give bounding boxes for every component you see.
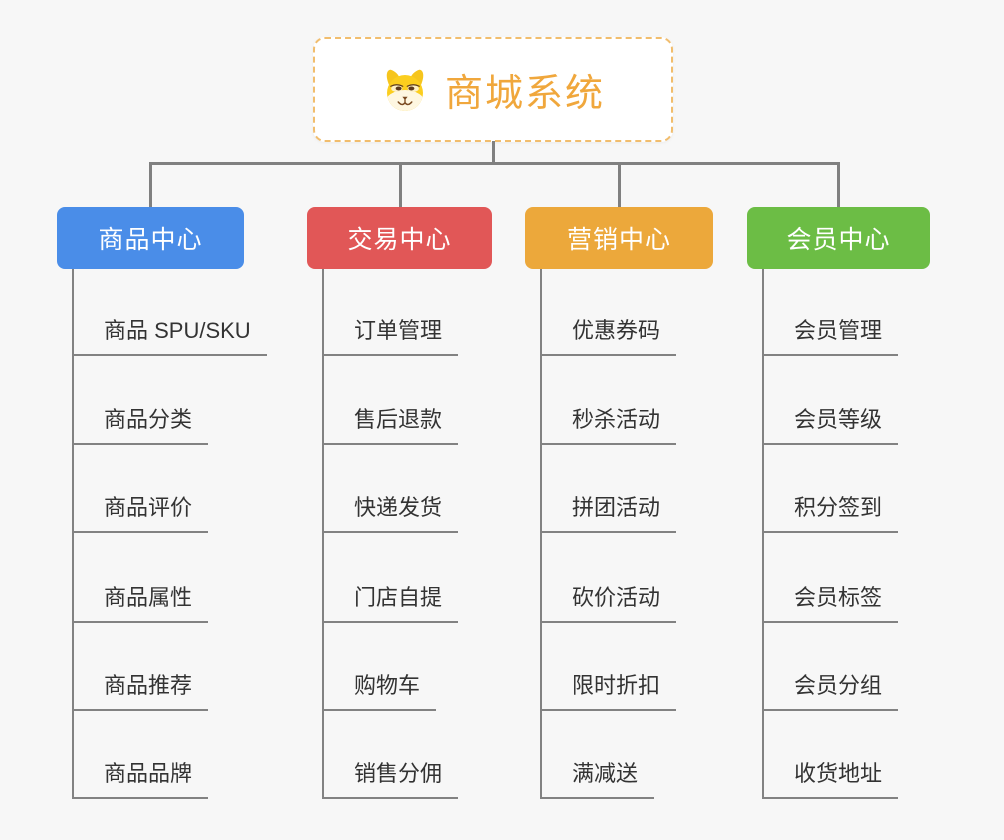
topic-item[interactable]: 砍价活动	[540, 583, 677, 623]
connector-spine	[540, 269, 542, 799]
topic-item[interactable]: 会员分组	[762, 671, 899, 711]
topic-item[interactable]: 售后退款	[322, 405, 459, 445]
connector-drop	[837, 162, 840, 208]
branch-topic-product[interactable]: 商品中心	[57, 207, 244, 269]
topic-item[interactable]: 商品评价	[72, 493, 209, 533]
topic-item[interactable]: 积分签到	[762, 493, 899, 533]
branch-topic-member[interactable]: 会员中心	[747, 207, 930, 269]
topic-item[interactable]: 会员等级	[762, 405, 899, 445]
topic-item[interactable]: 会员标签	[762, 583, 899, 623]
branch-topic-marketing[interactable]: 营销中心	[525, 207, 713, 269]
connector-spine	[322, 269, 324, 799]
dog-face-icon	[381, 67, 429, 113]
connector-root-stub	[492, 141, 495, 163]
topic-item[interactable]: 销售分佣	[322, 759, 459, 799]
topic-item[interactable]: 满减送	[540, 759, 655, 799]
connector-drop	[149, 162, 152, 208]
connector-drop	[618, 162, 621, 208]
topic-item[interactable]: 快递发货	[322, 493, 459, 533]
topic-item[interactable]: 订单管理	[322, 316, 459, 356]
topic-item[interactable]: 购物车	[322, 671, 437, 711]
branch-trade-center: 交易中心 订单管理 售后退款 快递发货 门店自提 购物车 销售分佣	[307, 207, 492, 799]
connector-drop	[399, 162, 402, 208]
topic-item[interactable]: 商品品牌	[72, 759, 209, 799]
connector-spine	[72, 269, 74, 799]
topic-item[interactable]: 门店自提	[322, 583, 459, 623]
root-topic-title: 商城系统	[444, 73, 605, 115]
connector-horizontal-trunk	[149, 162, 840, 165]
topic-item[interactable]: 收货地址	[762, 759, 899, 799]
branch-marketing-center: 营销中心 优惠券码 秒杀活动 拼团活动 砍价活动 限时折扣 满减送	[525, 207, 713, 799]
topic-item[interactable]: 商品属性	[72, 583, 209, 623]
root-topic[interactable]: 商城系统	[313, 37, 673, 142]
topic-item[interactable]: 限时折扣	[540, 671, 677, 711]
branch-product-center: 商品中心 商品 SPU/SKU 商品分类 商品评价 商品属性 商品推荐 商品品牌	[57, 207, 267, 799]
topic-item[interactable]: 商品 SPU/SKU	[72, 316, 267, 356]
topic-item[interactable]: 商品推荐	[72, 671, 209, 711]
topic-item[interactable]: 会员管理	[762, 316, 899, 356]
topic-item[interactable]: 优惠券码	[540, 316, 677, 356]
topic-item[interactable]: 秒杀活动	[540, 405, 677, 445]
topic-item[interactable]: 拼团活动	[540, 493, 677, 533]
topic-item[interactable]: 商品分类	[72, 405, 209, 445]
branch-member-center: 会员中心 会员管理 会员等级 积分签到 会员标签 会员分组 收货地址	[747, 207, 930, 799]
connector-spine	[762, 269, 764, 799]
branch-topic-trade[interactable]: 交易中心	[307, 207, 492, 269]
